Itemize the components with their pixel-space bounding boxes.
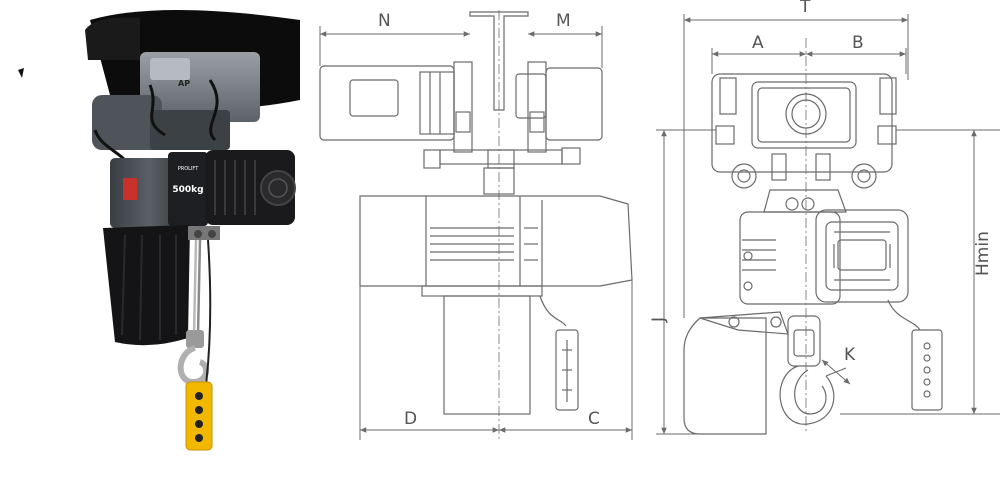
load-chain-photo [192,239,202,336]
hoist-label-plate [168,152,208,226]
dim-N [319,26,470,66]
dim-Hmin [840,129,1000,415]
label-N: N [378,11,391,31]
brand-label: PROLIFT [178,166,199,172]
dim-K [821,359,851,385]
dim-T [683,14,909,318]
front-view-drawing [319,11,633,415]
dim-D [359,286,499,440]
pendant-control-photo [185,381,213,451]
label-J: J [649,317,669,323]
label-C: C [588,409,600,429]
dim-A [711,48,806,74]
label-D: D [404,409,417,429]
dim-M [528,26,603,68]
label-B: B [852,33,864,53]
hoist-motor-photo [205,150,295,225]
side-view-drawing [683,73,943,435]
svg-text:AP: AP [178,79,190,88]
dim-B [806,48,907,74]
dim-J [656,129,716,435]
capacity-label: 500kg [172,185,203,195]
hoist-photo: AP PROLIFT 500kg [18,10,300,451]
warning-label [123,178,137,200]
label-Hmin: Hmin [973,231,993,276]
label-A: A [752,33,764,53]
dim-C [499,280,633,440]
label-K: K [844,345,856,365]
label-T: T [799,0,811,17]
label-M: M [556,11,571,31]
